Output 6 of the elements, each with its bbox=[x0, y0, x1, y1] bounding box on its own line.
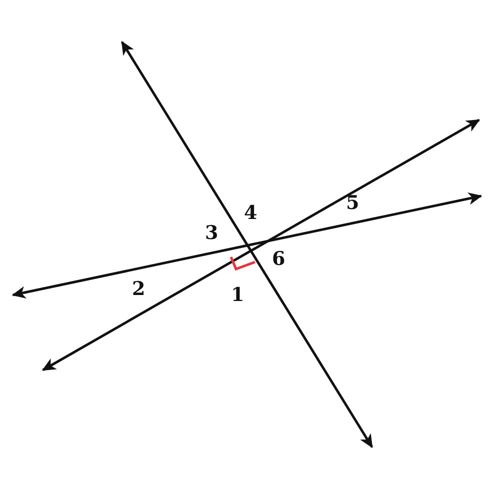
angle-number: 5 bbox=[346, 194, 360, 213]
angle-number: 1 bbox=[231, 286, 244, 305]
angle-number: 3 bbox=[205, 224, 218, 243]
angle-number: 6 bbox=[272, 250, 286, 269]
angle-number: 2 bbox=[132, 280, 146, 299]
angle-number: 4 bbox=[244, 204, 258, 223]
